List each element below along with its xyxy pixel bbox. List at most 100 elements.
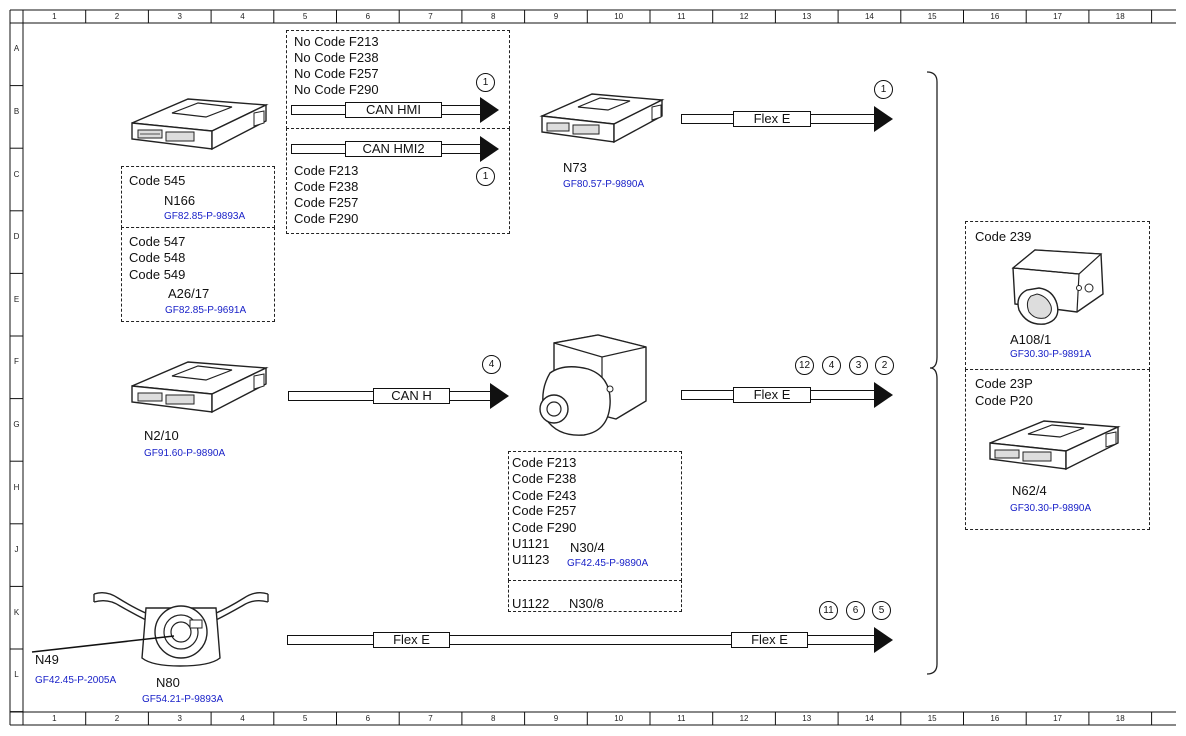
- n73-label: N73: [563, 160, 587, 175]
- can-hmi-marker: 1: [476, 73, 495, 92]
- flex-e-bottom-label-1: Flex E: [373, 632, 450, 648]
- flex-e-bottom-arrowhead: [874, 627, 893, 653]
- column-label-bottom-9: 9: [553, 714, 559, 723]
- column-label-bottom-16: 16: [990, 714, 1000, 723]
- steering-column-module-n80-illustration: [31, 591, 269, 667]
- can-hmi2-marker: 1: [476, 167, 495, 186]
- column-label-top-18: 18: [1115, 12, 1125, 21]
- row-label-K: K: [13, 607, 20, 617]
- column-label-bottom-10: 10: [614, 714, 624, 723]
- column-label-bottom-18: 18: [1115, 714, 1125, 723]
- n166-reference: GF82.85-P-9893A: [164, 211, 246, 222]
- column-label-bottom-17: 17: [1053, 714, 1062, 723]
- n80-reference: GF54.21-P-9893A: [142, 694, 224, 705]
- code-23p-label: Code 23P: [975, 376, 1033, 391]
- row-label-C: C: [13, 169, 20, 179]
- a108-1-reference: GF30.30-P-9891A: [1010, 349, 1092, 360]
- n62-4-reference: GF30.30-P-9890A: [1010, 503, 1092, 514]
- n30-u1122-label: U1122: [512, 596, 550, 611]
- control-unit-n62-4-illustration: [989, 420, 1121, 471]
- n30-u1121-label: U1121: [512, 536, 550, 551]
- code-239-label: Code 239: [975, 229, 1032, 244]
- radar-sensor-a108-1-illustration: [1011, 249, 1104, 325]
- flex-e-top-arrowhead: [874, 106, 893, 132]
- column-label-top-6: 6: [365, 12, 371, 21]
- flex-e-mid-marker-12: 12: [795, 356, 814, 375]
- column-label-top-12: 12: [739, 12, 749, 21]
- flex-e-top-marker: 1: [874, 80, 893, 99]
- n80-label: N80: [156, 675, 180, 690]
- a108-1-label: A108/1: [1010, 332, 1052, 347]
- column-label-top-5: 5: [302, 12, 308, 21]
- can-hmi-label: CAN HMI: [345, 102, 442, 118]
- column-label-bottom-6: 6: [365, 714, 371, 723]
- column-label-top-16: 16: [990, 12, 1000, 21]
- column-label-top-9: 9: [553, 12, 559, 21]
- column-label-bottom-8: 8: [491, 714, 496, 723]
- code-f213-label: Code F213: [294, 163, 359, 178]
- code-547-549-box: [121, 227, 275, 322]
- column-label-bottom-11: 11: [677, 714, 686, 723]
- column-label-bottom-4: 4: [240, 714, 245, 723]
- column-label-bottom-15: 15: [927, 714, 937, 723]
- n30-u1123-label: U1123: [512, 552, 550, 567]
- flex-e-bottom-label-2: Flex E: [731, 632, 808, 648]
- column-label-top-11: 11: [677, 12, 686, 21]
- n73-reference: GF80.57-P-9890A: [563, 179, 645, 190]
- column-label-bottom-13: 13: [802, 714, 812, 723]
- n2-10-reference: GF91.60-P-9890A: [144, 448, 226, 459]
- row-label-J: J: [14, 545, 19, 555]
- column-label-bottom-14: 14: [864, 714, 874, 723]
- column-label-top-4: 4: [240, 12, 245, 21]
- control-unit-n73-illustration: [539, 93, 665, 144]
- can-hmi-arrowhead: [480, 97, 499, 123]
- n30-code-f257-label: Code F257: [512, 503, 577, 518]
- no-code-f290-label: No Code F290: [294, 82, 379, 97]
- flex-e-mid-marker-4: 4: [822, 356, 841, 375]
- flex-e-bottom-bus-line: [287, 635, 876, 645]
- flex-e-bottom-marker-5: 5: [872, 601, 891, 620]
- row-label-B: B: [13, 106, 20, 116]
- n30-8-label: N30/8: [569, 596, 604, 611]
- row-label-D: D: [13, 232, 20, 242]
- n30-code-f290-label: Code F290: [512, 520, 577, 535]
- code-f290-label: Code F290: [294, 211, 359, 226]
- row-label-H: H: [13, 482, 20, 492]
- no-code-f213-label: No Code F213: [294, 34, 379, 49]
- no-code-f238-label: No Code F238: [294, 50, 379, 65]
- row-label-L: L: [14, 670, 19, 680]
- column-label-bottom-7: 7: [428, 714, 433, 723]
- code-f257-label: Code F257: [294, 195, 359, 210]
- n30-4-label: N30/4: [570, 540, 605, 555]
- n2-10-label: N2/10: [144, 428, 179, 443]
- n30-4-reference: GF42.45-P-9890A: [567, 558, 649, 569]
- esp-control-unit-n30-4-illustration: [539, 334, 647, 436]
- flex-e-mid-arrowhead: [874, 382, 893, 408]
- code-hmi2-box: [286, 128, 510, 234]
- column-label-bottom-1: 1: [52, 714, 57, 723]
- column-label-top-10: 10: [614, 12, 624, 21]
- column-label-top-1: 1: [52, 12, 57, 21]
- n49-reference: GF42.45-P-2005A: [35, 675, 117, 686]
- flex-e-bottom-marker-6: 6: [846, 601, 865, 620]
- can-h-arrowhead: [490, 383, 509, 409]
- column-label-top-7: 7: [428, 12, 433, 21]
- column-label-bottom-5: 5: [302, 714, 308, 723]
- n30-8-code-box: [508, 580, 682, 612]
- row-label-A: A: [13, 44, 20, 54]
- code-f238-label: Code F238: [294, 179, 359, 194]
- column-label-top-3: 3: [177, 12, 182, 21]
- control-unit-n2-10-illustration: [131, 361, 269, 414]
- column-label-top-13: 13: [802, 12, 812, 21]
- n30-code-f238-label: Code F238: [512, 471, 577, 486]
- n62-4-label: N62/4: [1012, 483, 1047, 498]
- flex-e-mid-label: Flex E: [733, 387, 811, 403]
- flex-e-bottom-marker-11: 11: [819, 601, 838, 620]
- column-label-bottom-3: 3: [177, 714, 182, 723]
- n166-label: N166: [164, 193, 196, 208]
- column-label-top-2: 2: [114, 12, 120, 21]
- code-23p-p20-box: [965, 369, 1150, 530]
- code-p20-text: Code P20: [975, 393, 1033, 408]
